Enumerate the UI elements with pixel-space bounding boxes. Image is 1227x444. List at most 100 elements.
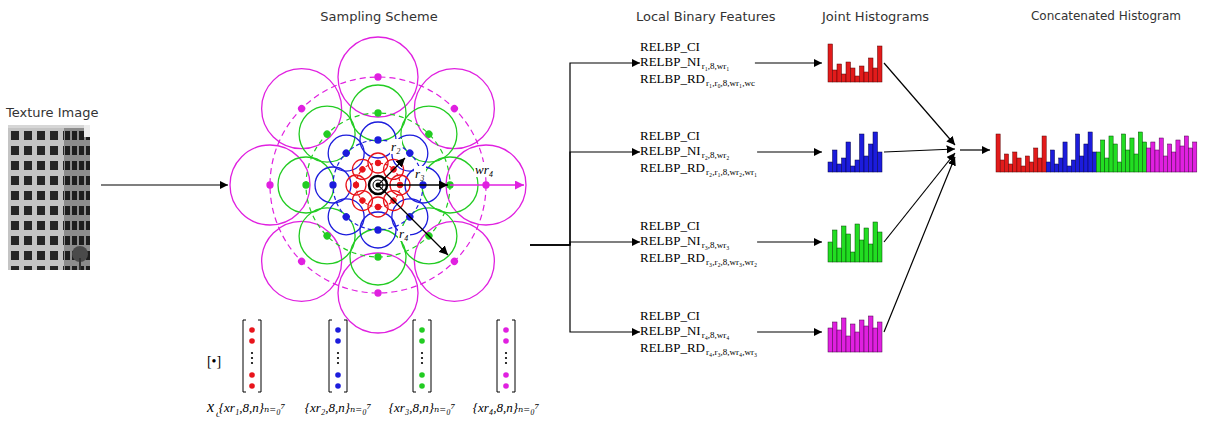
concatenated-bars — [996, 132, 1197, 172]
feature-name: RELBP_RD — [640, 160, 705, 175]
joint-histograms — [884, 63, 955, 145]
feature-name: RELBP_NI — [640, 323, 701, 338]
figure-label: {xr₄,8,n}ₙ₌₀⁷ — [472, 400, 540, 415]
sampling-figure — [378, 184, 448, 185]
sample-vectors — [413, 320, 431, 392]
feature-name: RELBP_CI — [640, 218, 700, 233]
sample-vectors — [243, 320, 261, 392]
joint-histograms — [828, 316, 882, 352]
feature-subscript: r₁,8,wr₁ — [702, 61, 730, 71]
sampling-figure — [368, 197, 388, 217]
feature-subscript: r₂,r₁,8,wr₂,wr₁ — [706, 167, 757, 177]
feature-line: RELBP_RDr₄,r₃,8,wr₄,wr₃ — [640, 340, 757, 357]
feature-name: RELBP_CI — [640, 128, 700, 143]
joint-histograms — [828, 222, 882, 262]
feature-subscript: r₁,r₀,8,wr₁,wc — [706, 78, 755, 88]
feature-name: RELBP_CI — [640, 39, 700, 54]
sampling-figure — [350, 85, 406, 141]
feature-line: RELBP_CI — [640, 308, 757, 323]
feature-name: RELBP_NI — [640, 143, 701, 158]
flow-arrow — [960, 149, 990, 150]
sampling-figure — [245, 205, 358, 318]
flow-arrow — [755, 62, 822, 63]
feature-group: RELBP_CIRELBP_NIr₂,8,wr₂RELBP_RDr₂,r₁,8,… — [640, 128, 757, 177]
joint-histograms — [884, 153, 955, 242]
sampling-figure — [378, 158, 405, 185]
joint-histograms — [884, 157, 955, 332]
feature-line: RELBP_CI — [640, 128, 757, 143]
flow-arrow — [101, 184, 228, 185]
feature-name: RELBP_NI — [640, 233, 701, 248]
feature-subscript: r₄,r₃,8,wr₄,wr₃ — [706, 347, 757, 357]
feature-group: RELBP_CIRELBP_NIr₄,8,wr₄RELBP_RDr₄,r₃,8,… — [640, 308, 757, 357]
sampling-figure — [278, 157, 334, 213]
figure-label: [•] — [206, 354, 222, 369]
concatenated-panel: Concatenated Histogram — [990, 4, 1222, 180]
feature-line: RELBP_NIr₂,8,wr₂ — [640, 143, 757, 160]
feature-line: RELBP_CI — [640, 218, 757, 233]
concatenated-bars — [1096, 132, 1146, 172]
sampling-figure — [287, 94, 366, 173]
figure-label: {xr₁,8,n}ₙ₌₀⁷ — [218, 400, 286, 415]
feature-name: RELBP_RD — [640, 340, 705, 355]
sampling-figure — [346, 175, 366, 195]
figure-label: {xr₂,8,n}ₙ₌₀⁷ — [304, 400, 372, 415]
joint-histograms — [884, 149, 955, 152]
feature-name: RELBP_CI — [640, 308, 700, 323]
texture-photo — [64, 128, 90, 270]
sampling-figure — [338, 253, 418, 333]
feature-group: RELBP_CIRELBP_NIr₃,8,wr₃RELBP_RDr₃,r₂,8,… — [640, 218, 757, 267]
feature-name: RELBP_RD — [640, 71, 705, 86]
image-panel: Texture Image — [6, 100, 101, 272]
figure-label: wr₄ — [474, 162, 494, 177]
flow-arrow — [530, 152, 640, 245]
sampling-figure — [446, 145, 526, 225]
stage-heading: Sampling Scheme — [228, 4, 530, 25]
figure-label: r₄ — [398, 226, 410, 241]
sampling-figure — [287, 196, 366, 275]
feature-line: RELBP_NIr₃,8,wr₃ — [640, 233, 757, 250]
stage-heading: Texture Image — [6, 100, 101, 121]
feature-subscript: r₄,8,wr₄ — [702, 330, 730, 340]
texture-photo — [84, 125, 90, 137]
stage-heading: Joint Histograms — [822, 4, 960, 25]
feature-line: RELBP_RDr₃,r₂,8,wr₃,wr₂ — [640, 250, 757, 267]
stage-heading: Concatenated Histogram — [990, 4, 1222, 25]
figure-label: r₂ — [390, 139, 402, 154]
concatenated-bars — [1046, 132, 1096, 172]
feature-subscript: r₃,r₂,8,wr₃,wr₂ — [706, 257, 757, 267]
sample-vectors — [329, 320, 347, 392]
sampling-figure — [230, 37, 526, 333]
sampling-figure — [398, 52, 511, 165]
flow-arrow — [757, 151, 822, 152]
figure-label: r₃ — [414, 166, 426, 181]
texture-photo — [8, 125, 90, 270]
feature-name: RELBP_NI — [640, 54, 701, 69]
flow-arrow — [757, 241, 822, 242]
sampling-figure — [245, 52, 358, 165]
joint-histograms — [828, 132, 882, 172]
joint-histograms — [828, 44, 955, 352]
figure-label: x — [206, 398, 215, 415]
feature-line: RELBP_CI — [640, 39, 755, 54]
flow-arrow — [757, 331, 822, 332]
sampling-figure — [378, 185, 448, 255]
sample-vectors — [497, 320, 515, 392]
feature-name: RELBP_RD — [640, 250, 705, 265]
texture-photo — [8, 125, 90, 270]
feature-subscript: r₃,8,wr₃ — [702, 240, 730, 250]
sampling-figure — [230, 145, 310, 225]
flow-arrow — [530, 63, 640, 245]
texture-photo — [79, 258, 81, 270]
stage-heading: Local Binary Features — [636, 4, 806, 25]
texture-photo — [8, 128, 64, 270]
sampling-figure — [338, 37, 418, 117]
joint-histograms — [828, 44, 882, 82]
figure-label: {xr₃,8,n}ₙ₌₀⁷ — [388, 400, 456, 415]
feature-line: RELBP_RDr₁,r₀,8,wr₁,wc — [640, 71, 755, 88]
histogram-column: Joint Histograms — [822, 4, 960, 384]
feature-line: RELBP_NIr₄,8,wr₄ — [640, 323, 757, 340]
